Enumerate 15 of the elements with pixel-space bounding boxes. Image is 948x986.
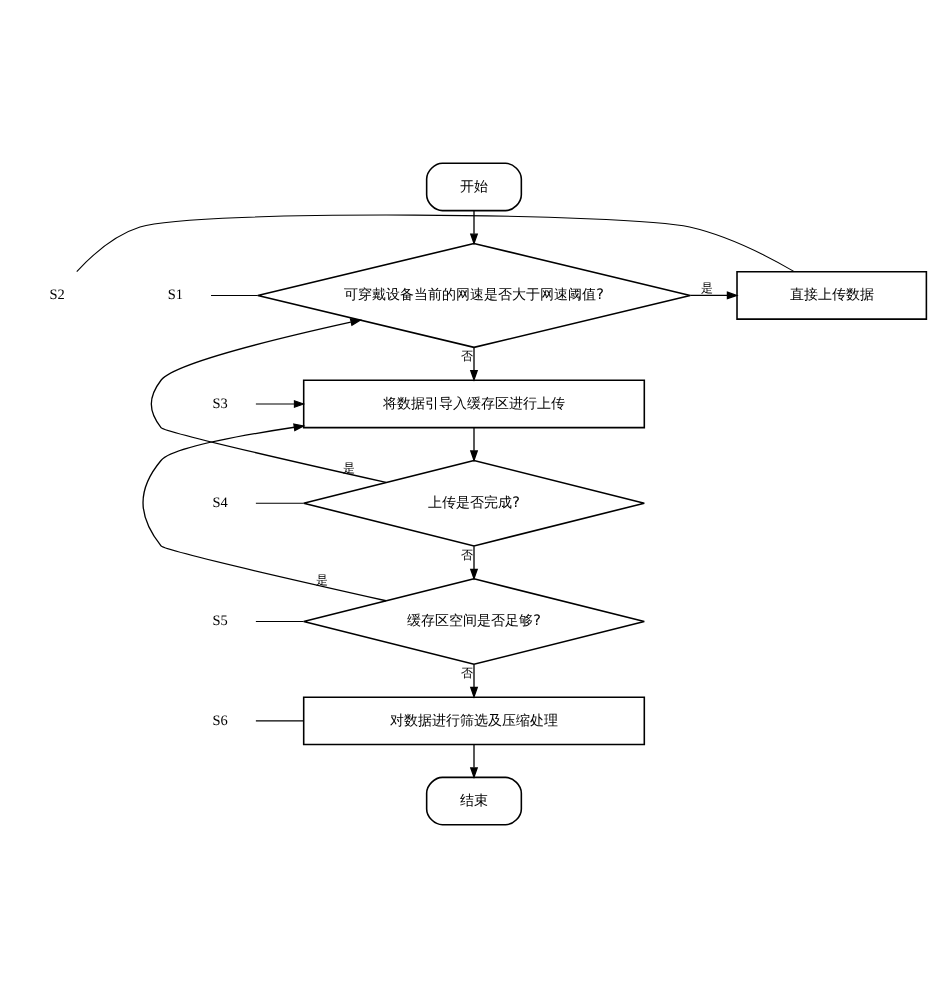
arrow xyxy=(469,662,479,698)
connector xyxy=(255,501,305,503)
arrow xyxy=(469,544,479,580)
arrow xyxy=(469,346,479,381)
arrow xyxy=(469,426,479,462)
arrow xyxy=(469,742,479,779)
arrow xyxy=(150,317,387,483)
arrow xyxy=(469,209,479,245)
arrow xyxy=(255,398,306,407)
connector xyxy=(255,719,305,721)
arrow xyxy=(142,422,387,601)
arrow xyxy=(689,290,739,299)
connector xyxy=(76,213,795,272)
connector xyxy=(255,620,305,622)
connector xyxy=(210,293,259,295)
